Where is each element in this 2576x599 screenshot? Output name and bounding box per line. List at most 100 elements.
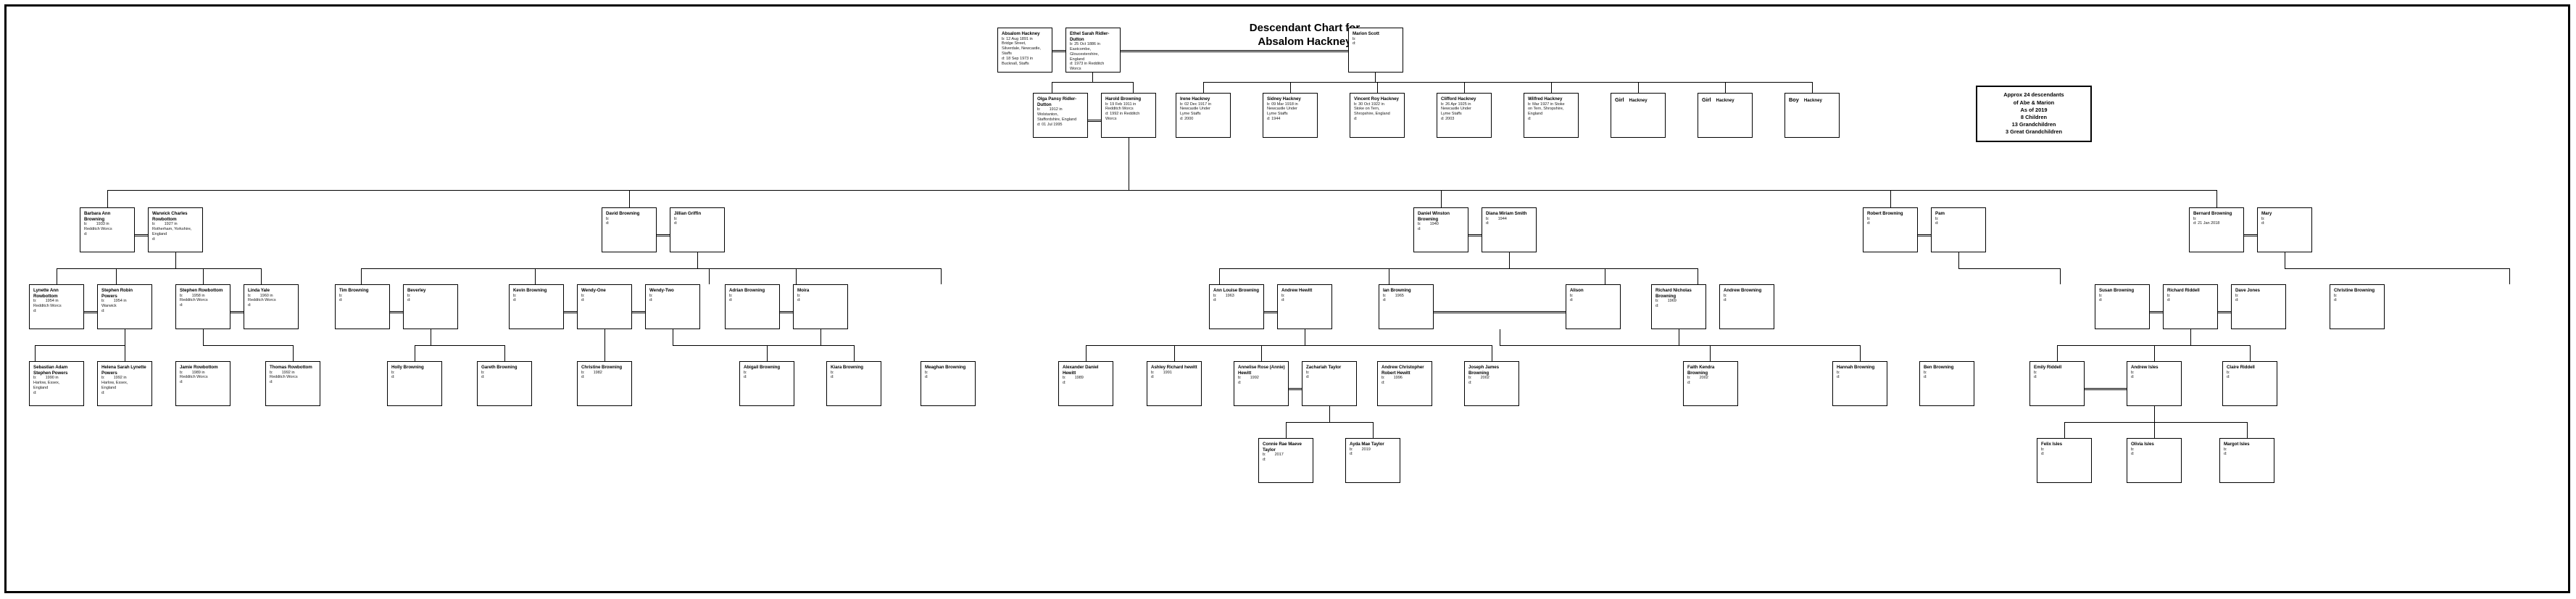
person-box-adrianb[interactable]: Adrian Browning b: d:: [725, 284, 780, 329]
person-box-ashley[interactable]: Ashley Richard hewitt b: 1991 d:: [1147, 361, 1202, 406]
person-box-christineb[interactable]: Christine Browning b: d:: [2330, 284, 2385, 329]
person-box-timb[interactable]: Tim Browning b: d:: [335, 284, 390, 329]
connector: [1441, 190, 1442, 207]
person-death: d:: [339, 298, 343, 303]
person-box-felix[interactable]: Felix Isles b: d:: [2037, 438, 2092, 483]
person-box-richardn[interactable]: Richard Nicholas Browning b: 1969 d:: [1651, 284, 1706, 329]
person-name: Andrew Browning: [1724, 288, 1762, 293]
connector: [107, 190, 109, 207]
person-box-stephenr[interactable]: Stephen Rowbottom b: 1958 in Redditch Wo…: [175, 284, 230, 329]
person-box-alexander[interactable]: Alexander Daniel Hewitt b: 1989 d:: [1058, 361, 1113, 406]
person-box-andrewb[interactable]: Andrew Browning b: d:: [1719, 284, 1774, 329]
person-box-annelise[interactable]: Annelise Rose (Annie) Hewitt b: 1992 d:: [1234, 361, 1289, 406]
person-box-olivia[interactable]: Olivia Isles b: d:: [2127, 438, 2182, 483]
person-birth: b:: [2167, 293, 2171, 298]
person-box-girl-2[interactable]: Girl Hackney: [1698, 93, 1753, 138]
person-box-emilyr[interactable]: Emily Riddell b: d:: [2029, 361, 2085, 406]
person-box-pam[interactable]: Pam b: d:: [1931, 207, 1986, 252]
person-name: Ayda Mae Taylor: [1350, 442, 1384, 447]
person-box-irene[interactable]: Irene Hackney b: 02 Dec 1917 in Newcastl…: [1176, 93, 1231, 138]
person-box-moira[interactable]: Moira b: d:: [793, 284, 848, 329]
person-box-meaghanb[interactable]: Meaghan Browning b: d:: [921, 361, 976, 406]
person-box-richardr[interactable]: Richard Riddell b: d:: [2163, 284, 2218, 329]
person-box-robertb[interactable]: Robert Browning b: d:: [1863, 207, 1918, 252]
person-box-connie[interactable]: Connie Rae Maeve Taylor b: 2017 d:: [1258, 438, 1313, 483]
person-box-lynette[interactable]: Lynette Ann Rowbottom b: 1954 in Redditc…: [29, 284, 84, 329]
person-box-clairer[interactable]: Claire Riddell b: d:: [2222, 361, 2277, 406]
person-birth: b: 26 Apr 1925 in Newcastle Under Lyme S…: [1441, 102, 1471, 117]
person-box-boy-1[interactable]: Boy Hackney: [1784, 93, 1840, 138]
person-box-christineb2[interactable]: Christine Browning b: 1982 d:: [577, 361, 632, 406]
connector: [1219, 268, 1221, 284]
person-box-davejones[interactable]: Dave Jones b: d:: [2231, 284, 2286, 329]
person-box-diana[interactable]: Diana Miriam Smith b: 1944 d:: [1482, 207, 1537, 252]
person-box-faithk[interactable]: Faith Kendra Browning b: 2002 d:: [1683, 361, 1738, 406]
person-box-andrewh[interactable]: Andrew Hewitt b: d:: [1277, 284, 1332, 329]
person-box-wendy2[interactable]: Wendy-Two b: d:: [645, 284, 700, 329]
person-name: Andrew Hewitt: [1281, 288, 1313, 293]
person-box-garethb[interactable]: Gareth Browning b: d:: [477, 361, 532, 406]
person-box-davidb[interactable]: David Browning b: d:: [602, 207, 657, 252]
person-birth: b: 1989 in Redditch Worcs: [180, 370, 208, 380]
person-first-name: Boy: [1789, 96, 1799, 103]
connector: [175, 252, 177, 268]
person-box-sidney[interactable]: Sidney Hackney b: 09 Mar 1918 in Newcast…: [1263, 93, 1318, 138]
person-box-ayda[interactable]: Ayda Mae Taylor b: 2019 d:: [1345, 438, 1400, 483]
person-box-wilfred[interactable]: Wilfred Hackney b: Mar 1927 in Stoke on …: [1524, 93, 1579, 138]
person-box-clifford[interactable]: Clifford Hackney b: 26 Apr 1925 in Newca…: [1437, 93, 1492, 138]
person-box-hannahb[interactable]: Hannah Browning b: d:: [1832, 361, 1887, 406]
person-box-andrewc[interactable]: Andrew Christopher Robert Hewitt b: 1996…: [1377, 361, 1432, 406]
connector: [709, 268, 710, 284]
person-box-wendy1[interactable]: Wendy-One b: d:: [577, 284, 632, 329]
person-birth: b: 1963: [1213, 293, 1234, 298]
person-box-marion[interactable]: Marion Scott b: d:: [1348, 28, 1403, 73]
person-box-absalom[interactable]: Absalom Hackney b: 12 Aug 1891 in Bridge…: [997, 28, 1052, 73]
person-name: Christine Browning: [581, 365, 623, 370]
person-box-beverley[interactable]: Beverley b: d:: [403, 284, 458, 329]
person-box-girl-1[interactable]: Girl Hackney: [1611, 93, 1666, 138]
summary-line-0: Approx 24 descendants: [2003, 91, 2064, 99]
person-box-andrewi[interactable]: Andrew Isles b: d:: [2127, 361, 2182, 406]
person-box-susanb[interactable]: Susan Browning b: d:: [2095, 284, 2150, 329]
person-box-olga[interactable]: Olga Pansy Ridler- Dutton b: 1912 in Wol…: [1033, 93, 1088, 138]
person-box-helena[interactable]: Helena Sarah Lynette Powers b: 1992 in H…: [97, 361, 152, 406]
person-box-kiarab[interactable]: Kiara Browning b: d:: [826, 361, 881, 406]
person-box-vincent[interactable]: Vincent Roy Hackney b: 30 Oct 1922 in St…: [1350, 93, 1405, 138]
person-box-alison[interactable]: Alison b: d:: [1566, 284, 1621, 329]
person-box-sebastian[interactable]: Sebastian Adam Stephen Powers b: 1990 in…: [29, 361, 84, 406]
person-box-ethel[interactable]: Ethel Sarah Ridler- Dutton b: 25 Oct 188…: [1065, 28, 1121, 73]
person-box-harold[interactable]: Harold Browning b: 19 Feb 1911 in Reddit…: [1101, 93, 1156, 138]
person-box-thomasr[interactable]: Thomas Rowbottom b: 1992 in Redditch Wor…: [265, 361, 320, 406]
marriage-link: [2150, 311, 2163, 313]
person-box-stephenp[interactable]: Stephen Robin Powers b: 1954 in Warwick …: [97, 284, 152, 329]
person-birth: b: 1954 in Warwick: [101, 299, 127, 308]
person-box-bernard[interactable]: Bernard Browning b: d: 21 Jan 2018: [2189, 207, 2244, 252]
person-box-danielw[interactable]: Daniel Winston Browning b: 1940 d:: [1413, 207, 1468, 252]
person-death: d:: [270, 380, 273, 385]
person-box-hollyb[interactable]: Holly Browning b: d:: [387, 361, 442, 406]
person-name: Kevin Browning: [513, 288, 547, 293]
person-box-abigailb[interactable]: Abigail Browning b: d:: [739, 361, 794, 406]
person-box-benb[interactable]: Ben Browning b: d:: [1919, 361, 1974, 406]
person-box-margot[interactable]: Margot Isles b: d:: [2219, 438, 2274, 483]
person-box-kevinb[interactable]: Kevin Browning b: d:: [509, 284, 564, 329]
person-name: Irene Hackney: [1180, 96, 1210, 102]
person-name: Zachariah Taylor: [1306, 365, 1342, 370]
person-box-barbara[interactable]: Barbara Ann Browning b: 1933 in Redditch…: [80, 207, 135, 252]
person-box-jillian[interactable]: Jillian Griffin b: d:: [670, 207, 725, 252]
person-box-mary[interactable]: Mary b: d:: [2257, 207, 2312, 252]
person-box-lindayale[interactable]: Linda Yale b: 1960 in Redditch Worcs d:: [244, 284, 299, 329]
marriage-link: [390, 311, 403, 313]
person-box-josephj[interactable]: Joseph James Browning b: 2002 d:: [1464, 361, 1519, 406]
chart-title: Descendant Chart for Absalom Hackney: [1152, 22, 1457, 49]
person-name: Ann Louise Browning: [1213, 288, 1259, 293]
connector: [1092, 73, 1094, 82]
person-birth: b:: [481, 370, 485, 375]
person-box-annlouise[interactable]: Ann Louise Browning b: 1963 d:: [1209, 284, 1264, 329]
person-box-ianb[interactable]: Ian Browning b: 1965 d:: [1379, 284, 1434, 329]
connector: [57, 268, 261, 270]
person-box-jamier[interactable]: Jamie Rowbottom b: 1989 in Redditch Worc…: [175, 361, 230, 406]
person-box-zachariah[interactable]: Zachariah Taylor b: d:: [1302, 361, 1357, 406]
connector: [1203, 82, 1812, 83]
person-box-warwick[interactable]: Warwick Charles Rowbottom b: 1927 in Rot…: [148, 207, 203, 252]
